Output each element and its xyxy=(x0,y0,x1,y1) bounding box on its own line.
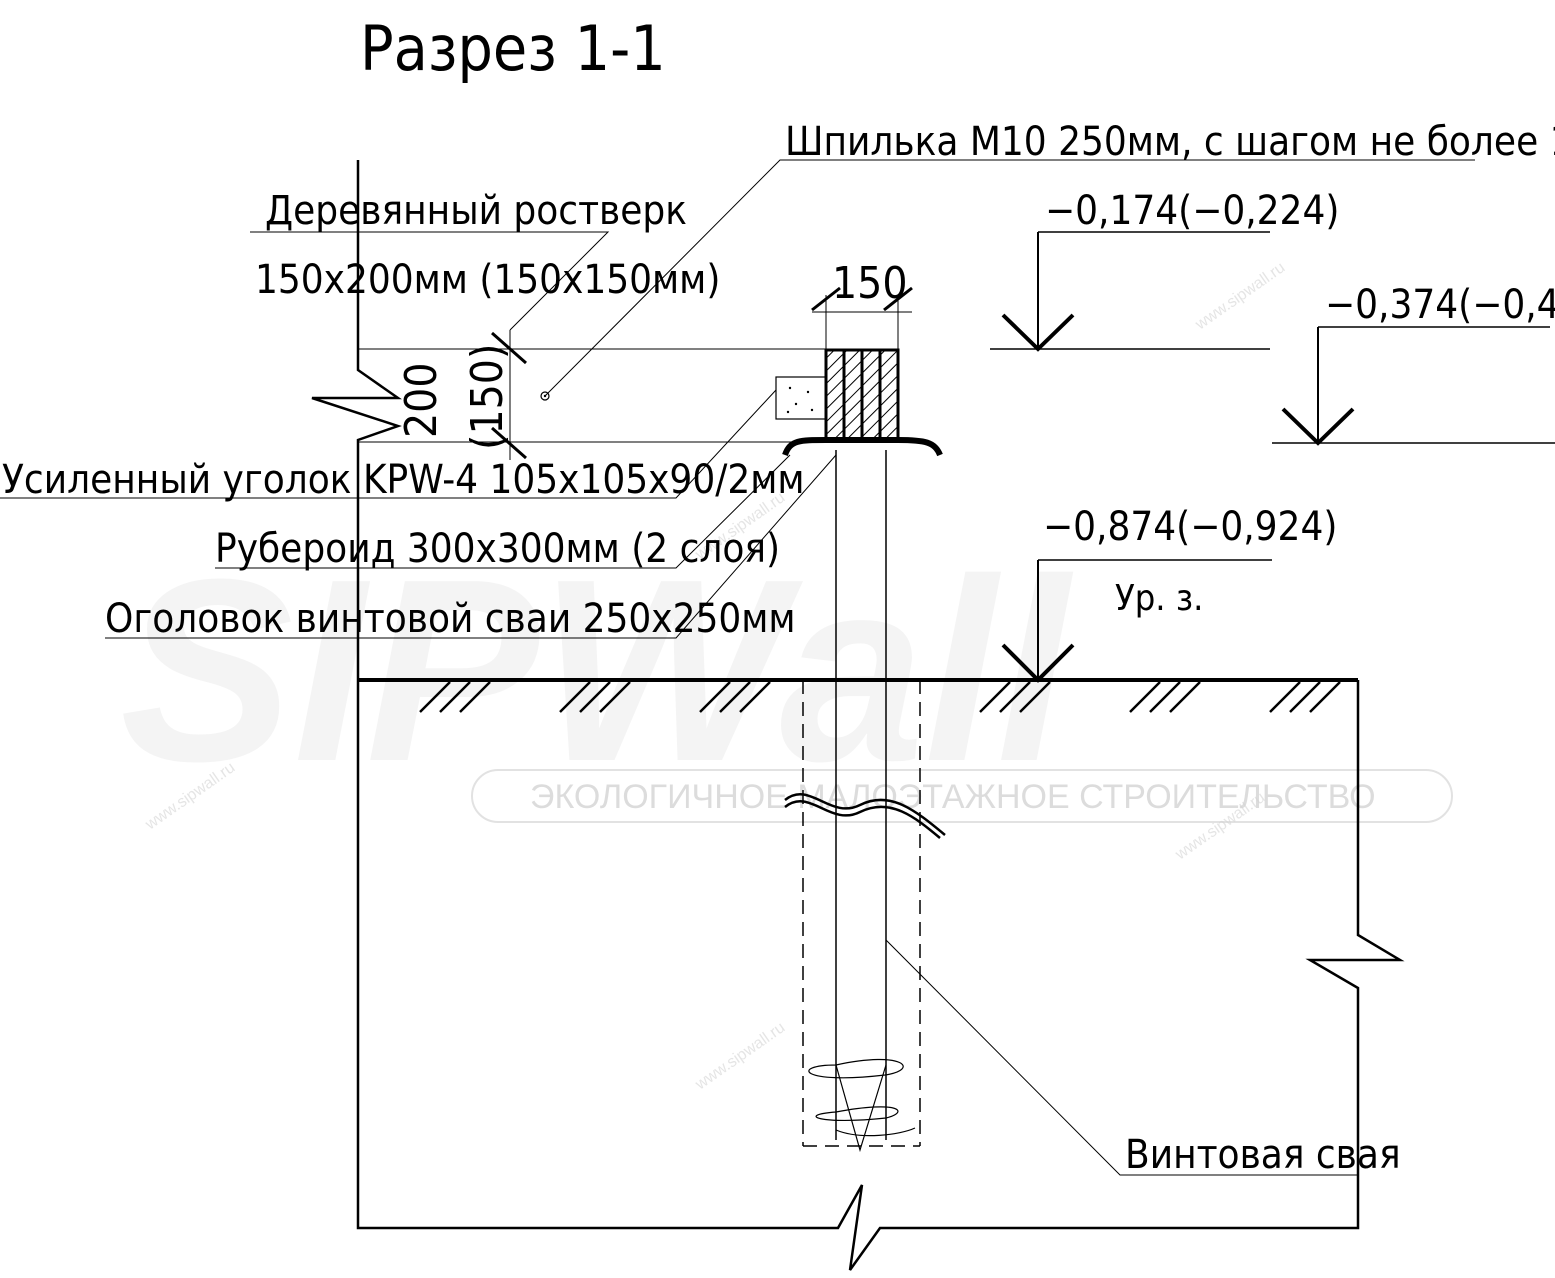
drawing-title: Разрез 1-1 xyxy=(360,12,666,85)
angle-bracket xyxy=(775,376,827,420)
label-grillage-line2: 150х200мм (150х150мм) xyxy=(255,257,720,303)
elevation-bottom: −0,374(−0,424) xyxy=(1325,282,1555,328)
dim-height-alt: (150) xyxy=(462,344,513,450)
elevation-mark-bottom xyxy=(1272,326,1555,446)
elevation-mark-top xyxy=(990,231,1270,352)
screw-pile xyxy=(784,450,946,1153)
dim-width: 150 xyxy=(832,258,908,309)
label-pile-head: Оголовок винтовой сваи 250х250мм xyxy=(105,596,796,642)
watermark-site-5: www.sipwall.ru xyxy=(692,1019,789,1094)
watermark-slogan: ЭКОЛОГИЧНОЕ МАЛОЭТАЖНОЕ СТРОИТЕЛЬСТВО xyxy=(530,778,1376,816)
leader-lines xyxy=(0,159,1475,1176)
left-wall-line xyxy=(311,160,402,680)
watermark: SIPWall ЭКОЛОГИЧНОЕ МАЛОЭТАЖНОЕ СТРОИТЕЛ… xyxy=(120,259,1453,1094)
soil-block xyxy=(356,678,1405,1271)
watermark-brand: SIPWall xyxy=(120,526,1074,816)
label-stud: Шпилька М10 250мм, с шагом не более 1,2 … xyxy=(785,119,1555,165)
label-roofing: Рубероид 300х300мм (2 слоя) xyxy=(215,526,780,572)
elevation-top: −0,174(−0,224) xyxy=(1045,188,1339,234)
dim-height: 200 xyxy=(396,362,447,438)
label-angle: Усиленный уголок KPW-4 105х105х90/2мм xyxy=(2,457,805,503)
label-grillage-line1: Деревянный ростверк xyxy=(265,188,687,234)
label-ground-level: Ур. з. xyxy=(1115,578,1203,619)
timber-grillage xyxy=(824,348,900,442)
elevation-ground: −0,874(−0,924) xyxy=(1043,504,1337,550)
label-screw-pile: Винтовая свая xyxy=(1125,1132,1401,1178)
watermark-site-4: www.sipwall.ru xyxy=(1192,259,1289,334)
elevation-mark-ground xyxy=(1001,559,1272,683)
